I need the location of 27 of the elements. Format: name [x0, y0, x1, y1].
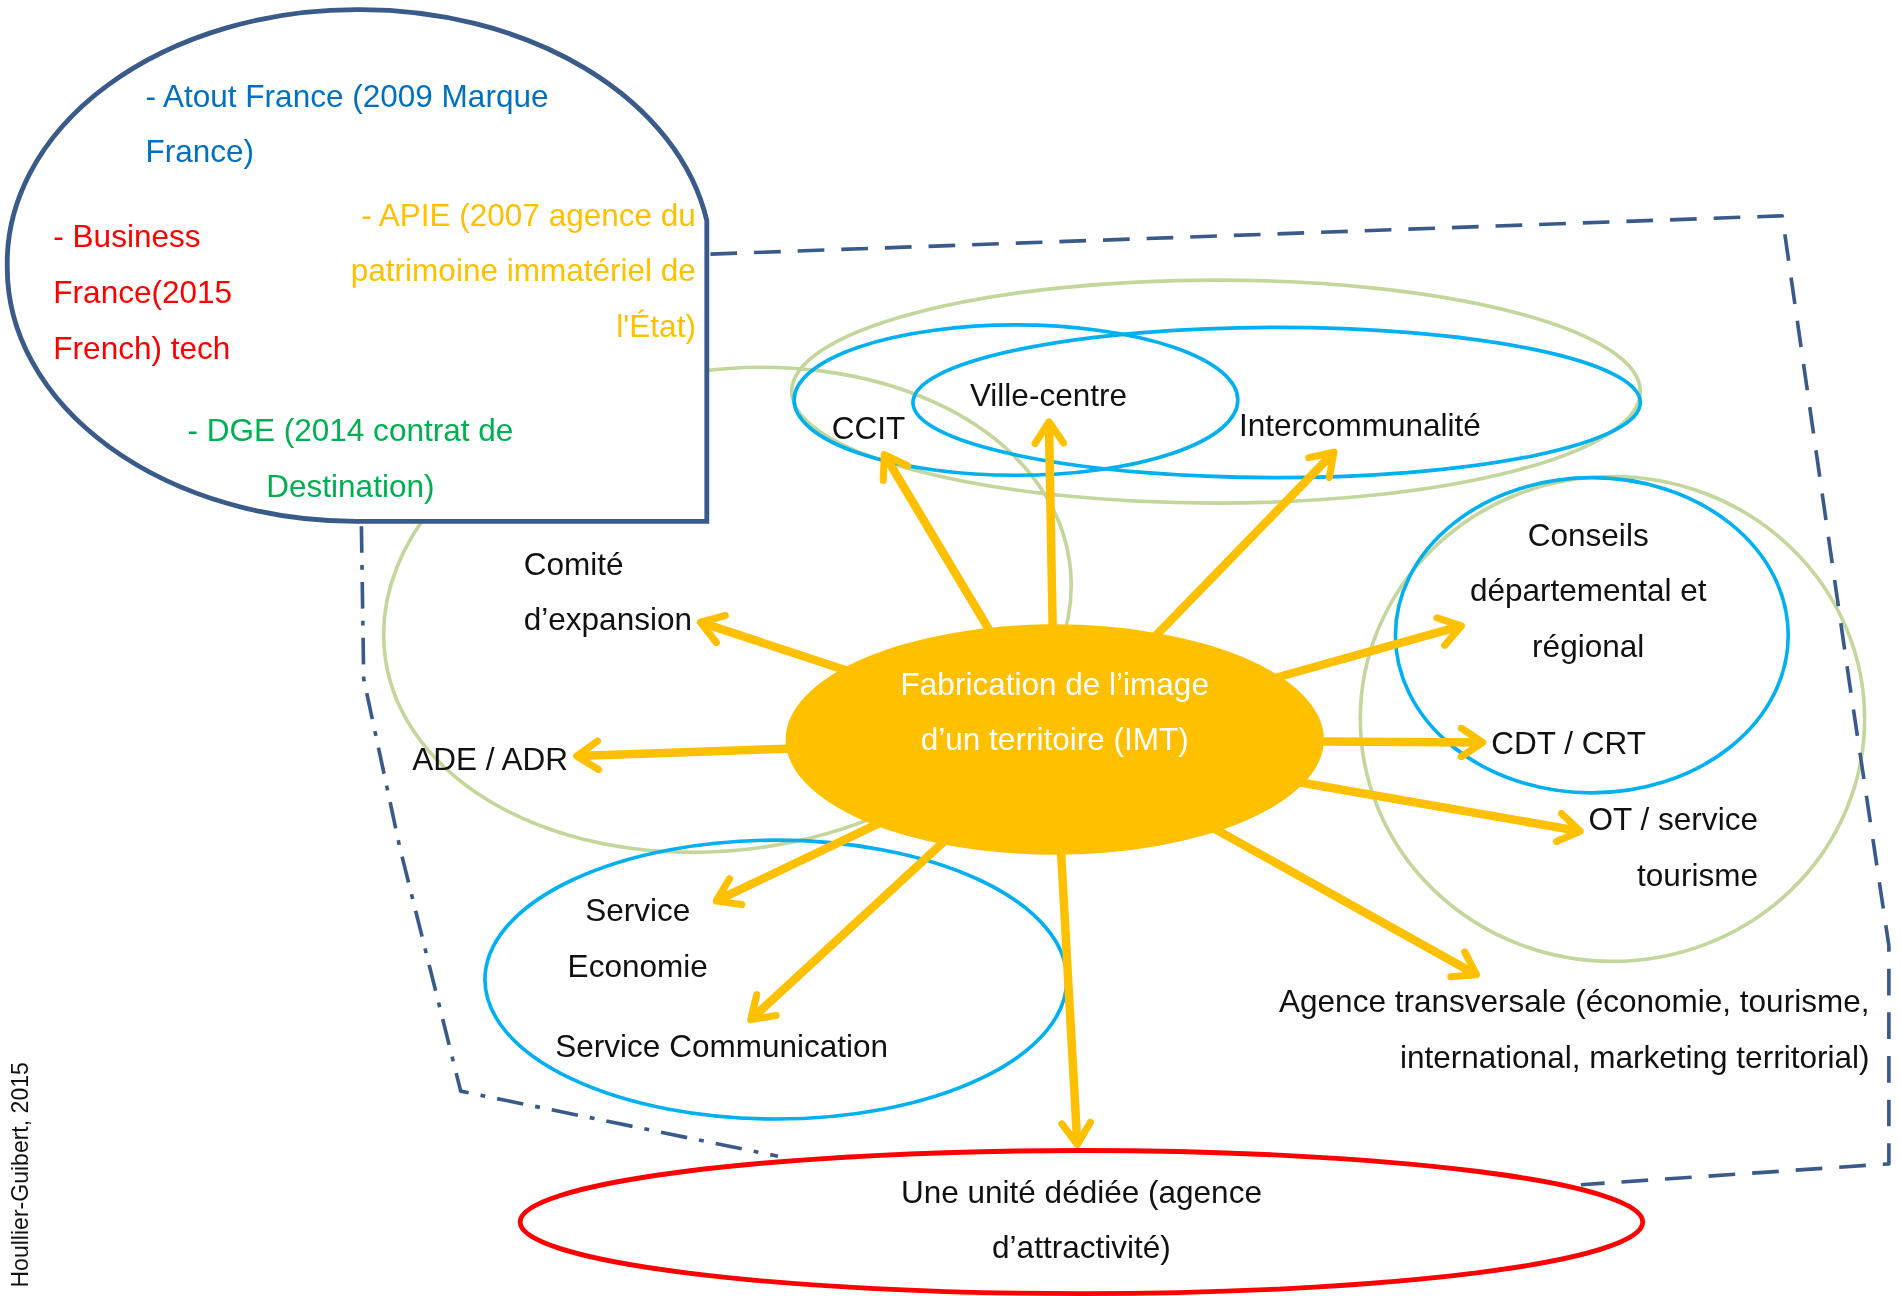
arrow [1321, 724, 1487, 761]
credit-text: Houllier-Guibert, 2015 [6, 1062, 34, 1288]
note-text: - APIE (2007 agence du patrimoine immatériel de l'État) [349, 195, 696, 347]
node-label: Intercommunalité [1239, 397, 1603, 454]
dashed-line [710, 214, 1891, 1187]
arrow [573, 737, 790, 774]
node-label: Agence transversale (économie, tourisme, international, marketing territorial) [1248, 973, 1870, 1141]
node-label: Conseils départemental et régional [1442, 506, 1734, 675]
speech-bubble [4, 7, 711, 527]
arrow [696, 611, 848, 675]
arrow [1299, 778, 1584, 846]
node-label: Comité d’expansion [523, 535, 767, 648]
node-label: CCIT [831, 400, 929, 456]
node-label: Ville-centre [969, 367, 1201, 424]
note-text: - Atout France (2009 Marque France) [145, 76, 550, 172]
ellipse-node [785, 624, 1324, 855]
node-label: Service Economie [533, 882, 742, 995]
node-label: OT / service tourisme [1473, 791, 1758, 904]
dashed-line [359, 526, 779, 1159]
node-label: ADE / ADR [412, 731, 631, 787]
arrow [1274, 614, 1465, 682]
note-text: - Business France(2015 French) tech [53, 217, 234, 369]
note-text: - DGE (2014 contrat de Destination) [186, 411, 515, 507]
node-label: Une unité dédiée (agence d’attractivité) [899, 1172, 1263, 1268]
node-label: Service Communication [555, 1018, 1029, 1075]
node-label: CDT / CRT [1491, 715, 1698, 772]
node-label: Fabrication de l’image d’un territoire (IMT) [899, 664, 1210, 760]
